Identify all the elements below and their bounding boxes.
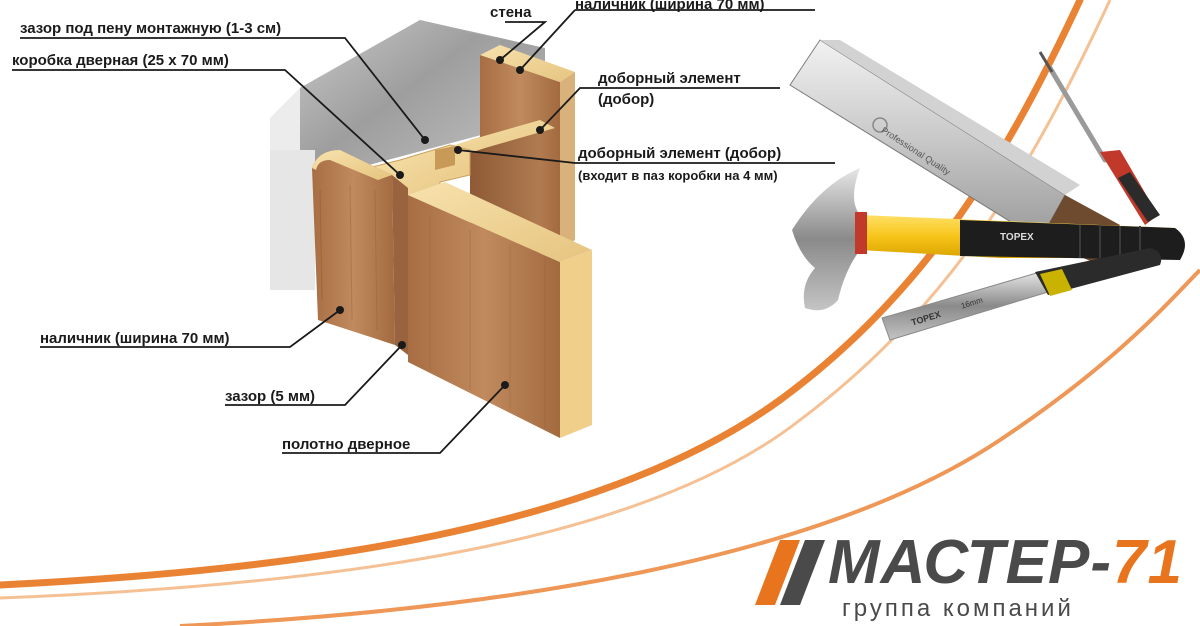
extension-top <box>440 120 555 158</box>
orange-arc-lower <box>179 268 1200 626</box>
casing-left-top <box>312 150 392 180</box>
label-extension-groove-line2: (входит в паз коробки на 4 мм) <box>578 168 778 183</box>
casing-left-face <box>312 150 395 345</box>
label-foam-gap: зазор под пену монтажную (1-3 см) <box>20 20 282 37</box>
label-extension-groove-line1: доборный элемент (добор) <box>578 145 782 162</box>
label-casing-top: наличник (ширина 70 мм) <box>575 0 765 13</box>
label-gap: зазор (5 мм) <box>225 388 316 405</box>
label-extension-line1: доборный элемент <box>598 70 741 87</box>
door-leaf-top <box>408 182 592 262</box>
label-extension-line2: (добор) <box>598 91 655 108</box>
label-casing-left: наличник (ширина 70 мм) <box>40 330 230 347</box>
brand-name-number: 71 <box>1111 528 1183 597</box>
hammer-brand-text: TOPEX <box>1000 232 1034 243</box>
brand-name: МАСТЕР-71 <box>828 528 1183 598</box>
brand-name-part1: МАСТЕР <box>828 528 1091 597</box>
frame-groove <box>435 146 455 170</box>
casing-right-top <box>480 45 575 82</box>
label-door-leaf: полотно дверное <box>282 436 411 453</box>
leader-lines <box>12 9 835 454</box>
brand-name-dash: - <box>1090 528 1112 597</box>
label-frame: коробка дверная (25 х 70 мм) <box>12 52 229 69</box>
wall-face <box>300 20 500 170</box>
label-wall: стена <box>490 4 532 21</box>
screwdriver-icon <box>1038 51 1160 225</box>
wall-lower <box>270 150 315 290</box>
casing-right-edge <box>560 72 575 250</box>
brand-subtitle: группа компаний <box>842 595 1074 622</box>
brand-logo-mark <box>755 540 825 605</box>
door-leaf-edge <box>560 250 592 438</box>
leader-dots <box>336 56 544 389</box>
hammer-icon <box>792 168 1185 311</box>
frame-side <box>392 175 408 355</box>
chisel-icon <box>881 248 1162 341</box>
door-leaf-face <box>408 195 560 438</box>
